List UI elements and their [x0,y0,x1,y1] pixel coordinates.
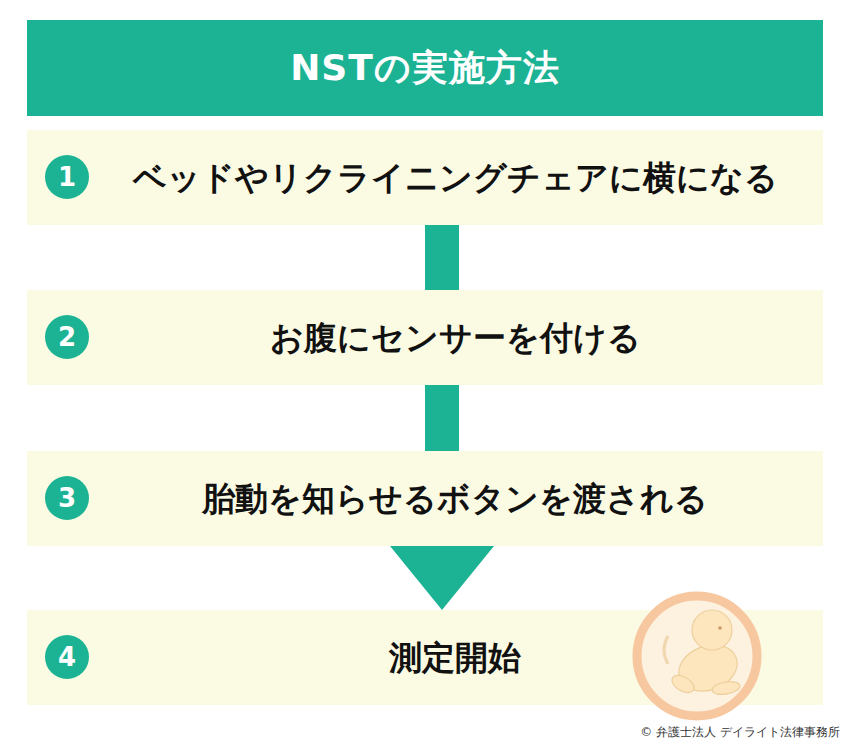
step-box: ベッドやリクライニングチェアに横になる 1 [27,130,823,225]
title-band: NSTの実施方法 [27,20,823,116]
connector-bar [425,385,459,451]
connector-shape [425,225,459,290]
step-text: 測定開始 [389,638,521,678]
step-number-circle: 4 [45,635,89,679]
connector-arrow [390,546,494,610]
callout-number: 3 [58,485,76,511]
connector-shape [390,546,494,610]
callout-number: 2 [58,324,76,350]
copyright-note: © 弁護士法人 デイライト法律事務所 [640,724,840,740]
connector-bar [425,225,459,290]
title: NSTの実施方法 [290,44,560,93]
connector-shape [425,385,459,451]
step-text: お腹にセンサーを付ける [270,318,641,358]
step-box: 胎動を知らせるボタンを渡される 3 [27,451,823,546]
step-box: お腹にセンサーを付ける 2 [27,290,823,385]
step-box: 測定開始 4 [27,610,823,705]
step-number-circle: 3 [45,476,89,520]
step-text: ベッドやリクライニングチェアに横になる [133,158,778,198]
step-number-circle: 2 [45,315,89,359]
step-text: 胎動を知らせるボタンを渡される [202,479,708,519]
callout-number: 4 [58,644,76,670]
step-number-circle: 1 [45,155,89,199]
callout-number: 1 [58,164,76,190]
